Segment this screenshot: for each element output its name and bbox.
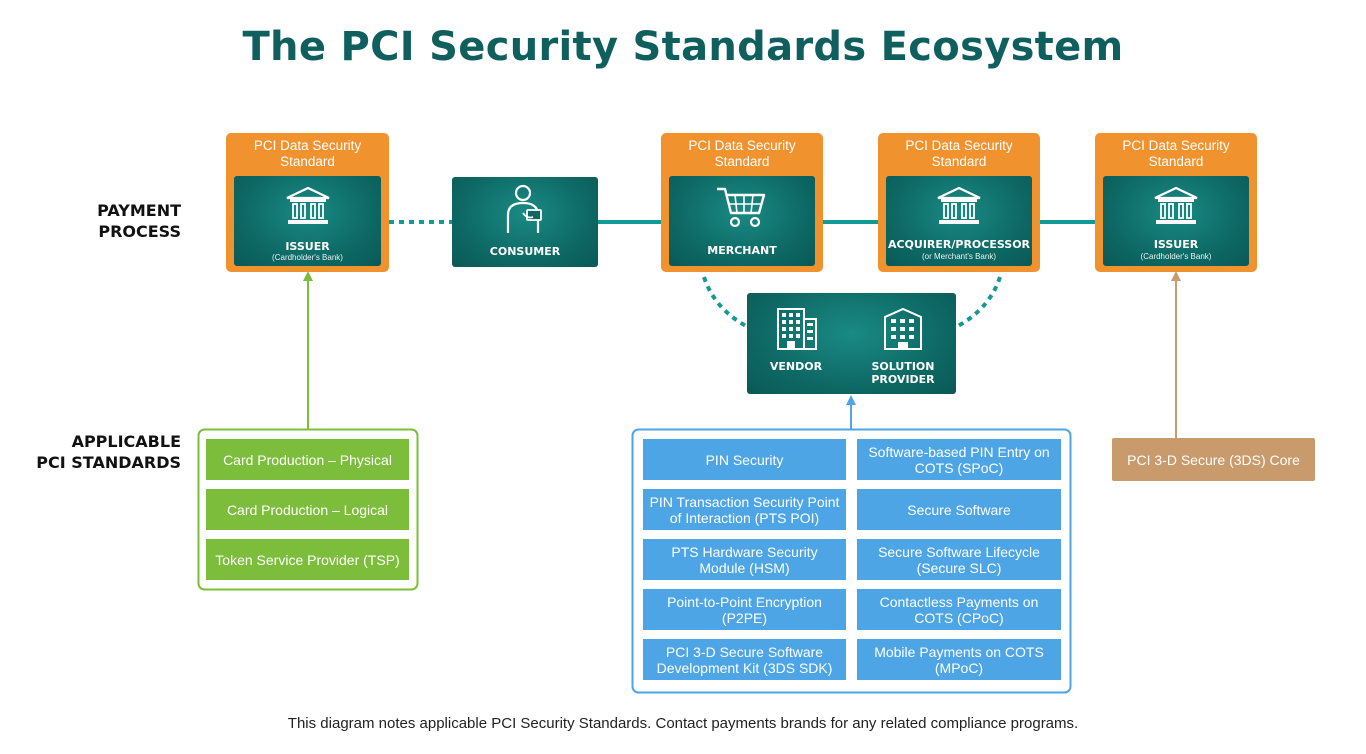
standard-pts-hsm: PTS Hardware Security Module (HSM) <box>643 539 846 580</box>
standard-p2pe: Point-to-Point Encryption (P2PE) <box>643 589 846 630</box>
acquirer-node: ACQUIRER/PROCESSOR (or Merchant's Bank) <box>886 176 1032 266</box>
issuer-left-sub: (Cardholder's Bank) <box>272 253 343 262</box>
issuer-right-card: PCI Data Security Standard ISSUER (Cardh… <box>1095 133 1257 272</box>
acquirer-name: ACQUIRER/PROCESSOR <box>887 238 1031 251</box>
consumer-name: CONSUMER <box>489 245 561 258</box>
pci-dss-label: PCI Data Security Standard <box>688 138 796 169</box>
issuer-left-node: ISSUER (Cardholder's Bank) <box>234 176 381 266</box>
solution-provider-name: SOLUTION PROVIDER <box>871 360 935 386</box>
pci-dss-label: PCI Data Security Standard <box>905 138 1013 169</box>
page-title: The PCI Security Standards Ecosystem <box>242 24 1124 70</box>
green-arrowhead-icon <box>303 271 313 281</box>
issuer-right-sub: (Cardholder's Bank) <box>1140 252 1212 261</box>
vendor-standards-outline <box>631 428 1072 694</box>
row-label-payment-process: PAYMENT PROCESS <box>97 201 181 241</box>
bank-icon <box>286 186 330 224</box>
standard-cpoc: Contactless Payments on COTS (CPoC) <box>857 589 1061 630</box>
issuer-left-card: PCI Data Security Standard ISSUER (Cardh… <box>226 133 389 272</box>
standard-card-production-logical: Card Production – Logical <box>206 489 409 530</box>
pci-dss-label: PCI Data Security Standard <box>253 138 362 169</box>
tan-arrowhead-icon <box>1171 271 1181 281</box>
shopping-cart-icon <box>717 187 766 228</box>
consumer-node: CONSUMER <box>452 177 598 267</box>
consumer-icon <box>506 184 542 233</box>
issuer-right-name: ISSUER <box>1153 238 1199 251</box>
standard-card-production-physical: Card Production – Physical <box>206 439 409 480</box>
issuer-left-name: ISSUER <box>285 240 330 253</box>
bank-icon <box>937 186 981 224</box>
bank-icon <box>1154 186 1198 224</box>
pci-dss-label: PCI Data Security Standard <box>1122 138 1230 169</box>
merchant-vendor-dotted-link <box>702 276 747 328</box>
acquirer-sub: (or Merchant's Bank) <box>922 252 996 261</box>
standard-3ds-sdk: PCI 3-D Secure Software Development Kit … <box>643 639 846 680</box>
standard-token-service-provider: Token Service Provider (TSP) <box>206 539 409 580</box>
acquirer-vendor-dotted-link <box>957 276 1002 328</box>
row-label-applicable-standards: APPLICABLE PCI STANDARDS <box>36 432 181 472</box>
office-building-icon <box>777 308 817 350</box>
standard-spoc: Software-based PIN Entry on COTS (SPoC) <box>857 439 1061 480</box>
standard-3ds-core: PCI 3-D Secure (3DS) Core <box>1112 438 1315 481</box>
merchant-card: PCI Data Security Standard MERCHANT <box>661 133 823 272</box>
issuer-right-node: ISSUER (Cardholder's Bank) <box>1103 176 1249 266</box>
vendor-name: VENDOR <box>769 360 823 373</box>
vendor-solution-node: VENDOR SOLUTION PROVIDER <box>747 293 956 394</box>
merchant-name: MERCHANT <box>707 244 777 257</box>
standard-secure-slc: Secure Software Lifecycle (Secure SLC) <box>857 539 1061 580</box>
blue-arrowhead-icon <box>846 395 856 405</box>
standard-pts-poi: PIN Transaction Security Point of Intera… <box>643 489 846 530</box>
merchant-node: MERCHANT <box>669 176 815 266</box>
standard-secure-software: Secure Software <box>857 489 1061 530</box>
standard-mpoc: Mobile Payments on COTS (MPoC) <box>857 639 1061 680</box>
issuer-standards-outline <box>197 428 419 591</box>
footnote: This diagram notes applicable PCI Securi… <box>287 715 1079 732</box>
standard-pin-security: PIN Security <box>643 439 846 480</box>
acquirer-card: PCI Data Security Standard ACQUIRER/PROC… <box>878 133 1040 272</box>
office-building-icon <box>884 307 922 350</box>
